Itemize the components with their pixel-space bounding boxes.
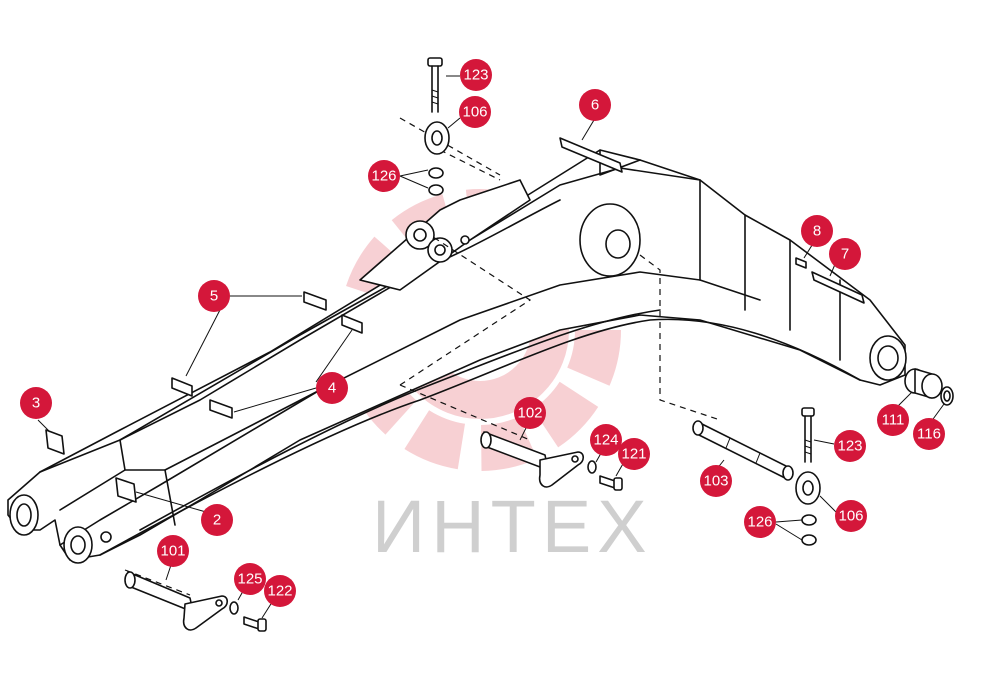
bushing-111 (904, 368, 943, 399)
pin-102 (480, 431, 585, 488)
bracket-5-lower (171, 377, 193, 397)
svg-text:124: 124 (593, 432, 618, 449)
callout-6: 6 (579, 89, 611, 121)
callout-106-top: 106 (459, 96, 491, 128)
svg-text:126: 126 (371, 168, 396, 185)
svg-text:103: 103 (703, 473, 728, 490)
bolt-121 (599, 475, 623, 491)
svg-text:6: 6 (591, 97, 599, 114)
svg-text:5: 5 (210, 288, 218, 305)
callout-102: 102 (514, 397, 546, 429)
svg-text:106: 106 (462, 104, 487, 121)
callout-123-right: 123 (834, 430, 866, 462)
washer-106-top (424, 121, 450, 155)
svg-text:8: 8 (813, 223, 821, 240)
svg-text:121: 121 (621, 446, 646, 463)
callout-126-right: 126 (744, 506, 776, 538)
callout-125: 125 (234, 563, 266, 595)
svg-text:3: 3 (32, 395, 40, 412)
svg-text:125: 125 (237, 571, 262, 588)
callout-2: 2 (201, 504, 233, 536)
nut-126-right (801, 514, 817, 546)
svg-text:126: 126 (747, 514, 772, 531)
svg-text:111: 111 (882, 412, 905, 429)
callout-111: 111 (877, 404, 909, 436)
svg-text:123: 123 (837, 438, 862, 455)
washer-106-right (795, 471, 821, 505)
callout-5: 5 (198, 280, 230, 312)
pin-103 (692, 420, 794, 481)
callout-116: 116 (913, 418, 945, 450)
bracket-7 (811, 271, 865, 304)
pin-101 (124, 571, 229, 631)
bracket-6 (559, 137, 623, 173)
callout-103: 103 (700, 465, 732, 497)
svg-text:106: 106 (838, 508, 863, 525)
bolt-123-right (801, 407, 815, 463)
svg-text:4: 4 (328, 380, 336, 397)
boom-body (7, 149, 907, 564)
spring-washer-125 (229, 601, 239, 615)
bracket-8 (795, 257, 807, 269)
svg-text:101: 101 (160, 543, 185, 560)
bolt-122 (243, 616, 267, 632)
callout-124: 124 (590, 424, 622, 456)
nut-126-top (428, 167, 444, 196)
callout-121: 121 (618, 438, 650, 470)
svg-text:102: 102 (517, 405, 542, 422)
svg-text:123: 123 (463, 67, 488, 84)
callout-101: 101 (157, 535, 189, 567)
spring-washer-124 (587, 460, 597, 474)
callout-7: 7 (829, 238, 861, 270)
svg-text:122: 122 (267, 583, 292, 600)
callout-8: 8 (801, 215, 833, 247)
bracket-4-upper (341, 314, 363, 334)
ring-116 (940, 386, 954, 406)
bolt-123-top (427, 57, 443, 113)
callout-123-top: 123 (460, 59, 492, 91)
callout-126-top: 126 (368, 160, 400, 192)
bracket-4-lower (209, 399, 233, 419)
callout-106-right: 106 (835, 500, 867, 532)
watermark-text: ИНТЕХ (372, 485, 653, 568)
bracket-3 (45, 429, 65, 455)
bracket-2 (115, 477, 137, 503)
callout-3: 3 (20, 387, 52, 419)
callout-4: 4 (316, 372, 348, 404)
bracket-5-upper (303, 291, 327, 311)
alignment-lines (124, 117, 721, 596)
svg-text:2: 2 (213, 512, 221, 529)
svg-text:116: 116 (917, 426, 941, 443)
svg-text:7: 7 (841, 246, 849, 263)
callout-122: 122 (264, 575, 296, 607)
